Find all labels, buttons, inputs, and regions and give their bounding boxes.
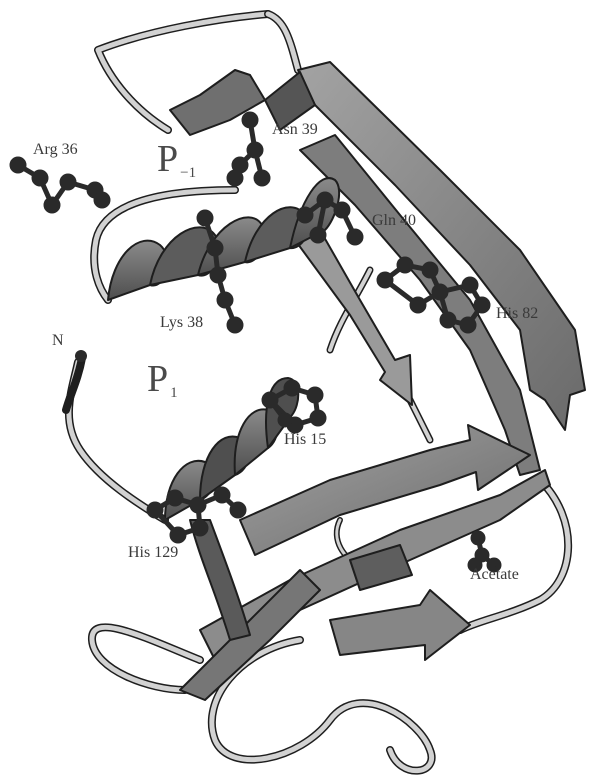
pocket-p1-letter: P — [147, 358, 168, 400]
pocket-p-minus1-subscript: −1 — [180, 165, 196, 181]
label-pocket-p-minus1: P−1 — [157, 140, 196, 181]
label-his15: His 15 — [284, 432, 326, 448]
label-his129: His 129 — [128, 545, 178, 561]
label-n-terminus: N — [52, 333, 64, 349]
sidechain-his82 — [379, 259, 488, 331]
label-arg36: Arg 36 — [33, 142, 78, 158]
pocket-p1-subscript: 1 — [170, 385, 178, 401]
label-lys38: Lys 38 — [160, 315, 203, 331]
pocket-p-minus1-letter: P — [157, 138, 178, 180]
label-acetate: Acetate — [470, 567, 519, 583]
n-terminus-coil — [66, 350, 87, 410]
label-his82: His 82 — [496, 306, 538, 322]
label-gln40: Gln 40 — [372, 213, 416, 229]
sidechain-asn39 — [229, 114, 268, 184]
ligand-acetate — [470, 533, 499, 570]
sidechain-arg36 — [12, 159, 108, 211]
label-asn39: Asn 39 — [272, 122, 318, 138]
